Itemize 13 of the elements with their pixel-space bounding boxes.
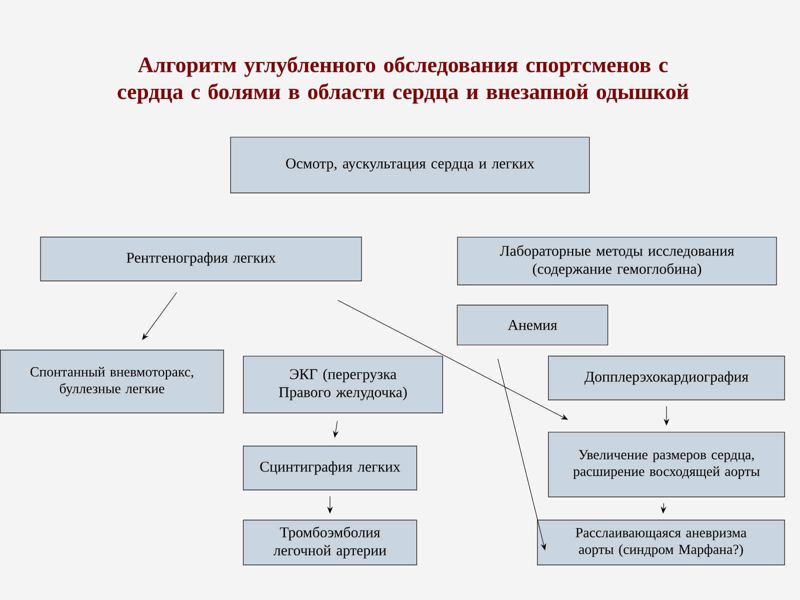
process-box: Увеличение размеров сердца, расширение восходящей аорты <box>548 432 785 498</box>
process-box: Осмотр, аускультация сердца и легких <box>230 136 590 194</box>
arrow <box>498 358 546 550</box>
process-box: Расслаивающаяся аневризма аорты (синдром Марфана?) <box>537 520 785 566</box>
process-box: Тромбоэмболия легочной артерии <box>242 520 418 566</box>
title: Алгоритм углубленного обследования спортсменов с сердца с болями в области сердца и внезапной одышкой <box>118 56 688 104</box>
process-box: Рентгенография легких <box>40 236 362 282</box>
process-box: ЭКГ (перегрузка Правого желудочка) <box>243 356 443 414</box>
process-box: Сцинтиграфия легких <box>242 446 418 490</box>
process-box: Допплерэхокардиография <box>548 356 785 400</box>
process-box: Лабораторные методы исследования (содержание гемоглобина) <box>457 236 777 286</box>
process-box: Анемия <box>456 304 608 346</box>
process-box: Спонтанный вневмоторакс, буллезные легкие <box>0 350 224 414</box>
